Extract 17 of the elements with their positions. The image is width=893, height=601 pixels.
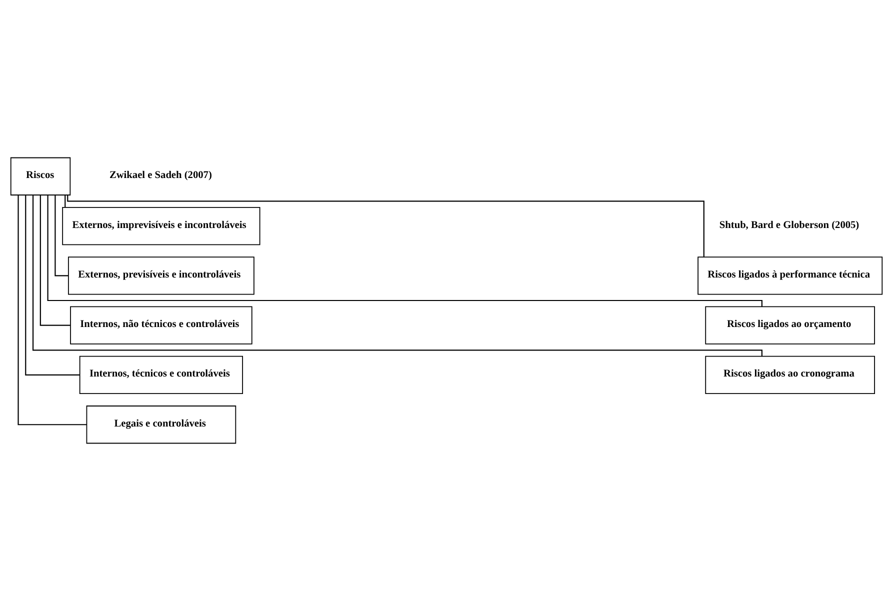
node-box: Riscos ligados à performance técnica — [698, 256, 883, 295]
node-box: Riscos ligados ao cronograma — [705, 356, 875, 394]
label: Zwikael e Sadeh (2007) — [109, 170, 212, 182]
connector — [25, 195, 80, 376]
node-box: Internos, não técnicos e controláveis — [70, 306, 252, 344]
connector — [18, 195, 87, 426]
connector — [40, 195, 70, 326]
node-box: Riscos ligados ao orçamento — [705, 306, 875, 344]
connector — [64, 195, 66, 208]
connector — [67, 195, 704, 257]
connector — [54, 195, 68, 276]
node-box: Externos, imprevisíveis e incontroláveis — [62, 206, 260, 246]
node-box: Riscos — [10, 157, 71, 196]
node-box: Externos, previsíveis e incontroláveis — [68, 256, 254, 295]
node-box: Legais e controláveis — [86, 406, 236, 444]
label: Shtub, Bard e Globerson (2005) — [719, 220, 860, 231]
node-box: Internos, técnicos e controláveis — [79, 356, 243, 394]
